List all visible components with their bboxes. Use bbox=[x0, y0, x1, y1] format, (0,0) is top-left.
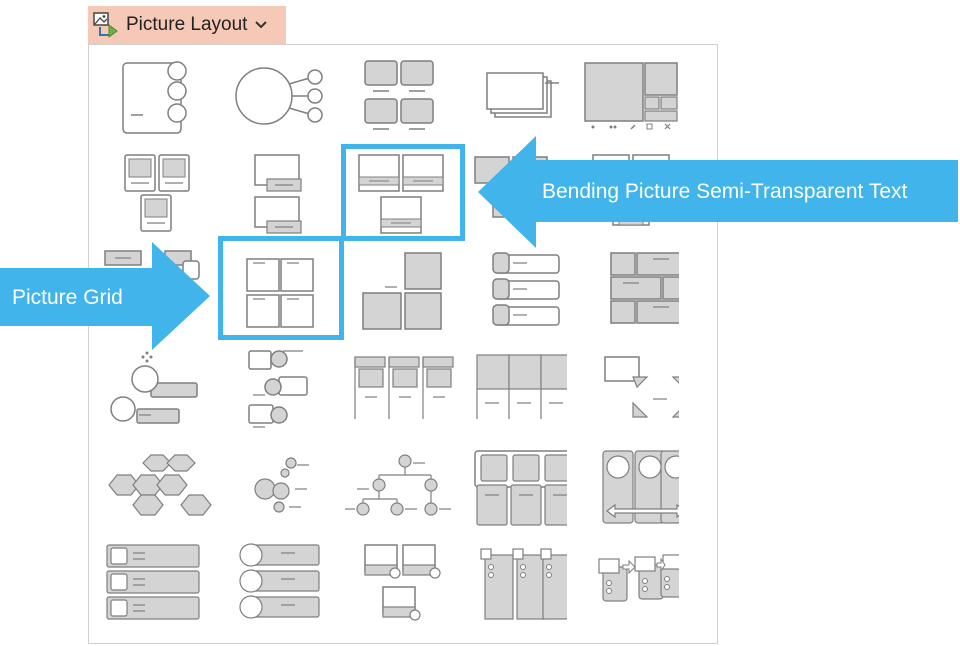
layout-item-picture-caption-circles[interactable] bbox=[343, 541, 455, 635]
layout-item-bending-picture-accent-list[interactable] bbox=[119, 151, 231, 245]
layout-thumbnail-icon bbox=[492, 252, 560, 326]
layout-item-circle-picture-hierarchy[interactable] bbox=[231, 347, 343, 441]
layout-thumbnail-icon bbox=[108, 454, 212, 516]
layout-item-picture-corners[interactable] bbox=[567, 347, 679, 441]
layout-thumbnail-icon bbox=[122, 61, 187, 134]
layout-item-picture-strips[interactable] bbox=[455, 449, 567, 543]
layout-item-picture-stack[interactable] bbox=[455, 59, 567, 153]
layout-item-vertical-picture-list[interactable] bbox=[103, 541, 215, 635]
layout-thumbnail-icon bbox=[610, 252, 679, 324]
layout-thumbnail-icon bbox=[364, 544, 441, 621]
layout-item-ascending-picture-process[interactable] bbox=[567, 541, 679, 635]
layout-thumbnail-icon bbox=[354, 356, 454, 419]
layout-thumbnail-icon bbox=[362, 252, 442, 330]
layout-thumbnail-icon bbox=[110, 351, 198, 424]
layout-item-circular-picture-callout[interactable] bbox=[231, 59, 343, 153]
layout-item-vertical-picture-accent-list[interactable] bbox=[455, 541, 567, 635]
layout-thumbnail-icon bbox=[480, 548, 567, 620]
picture-layout-button[interactable]: Picture Layout bbox=[88, 6, 286, 44]
layout-thumbnail-icon bbox=[602, 450, 679, 524]
layout-item-rounded-picture-list[interactable] bbox=[455, 245, 567, 339]
layout-item-bending-picture-caption[interactable] bbox=[231, 151, 343, 245]
layout-thumbnail-icon bbox=[584, 62, 678, 130]
layout-thumbnail-icon bbox=[235, 67, 323, 125]
layout-thumbnail-icon bbox=[474, 450, 567, 526]
picture-layout-label: Picture Layout bbox=[126, 14, 248, 35]
layout-item-picture-frame[interactable] bbox=[343, 245, 455, 339]
layout-thumbnail-icon bbox=[476, 354, 567, 419]
layout-thumbnail-icon bbox=[598, 554, 679, 602]
callout-left-text: Picture Grid bbox=[12, 286, 123, 309]
layout-thumbnail-icon bbox=[345, 454, 451, 516]
callout-picture-grid: Picture Grid bbox=[0, 240, 212, 352]
layout-thumbnail-icon bbox=[124, 154, 190, 232]
layout-item-accented-picture[interactable] bbox=[119, 59, 231, 153]
layout-thumbnail-icon bbox=[254, 154, 302, 234]
callout-bending-picture-semi-transparent-text: Bending Picture Semi-Transparent Text bbox=[478, 134, 960, 250]
layout-item-vertical-circle-list[interactable] bbox=[231, 541, 343, 635]
layout-item-bending-picture-semi-transparent-text[interactable] bbox=[343, 151, 455, 245]
layout-thumbnail-icon bbox=[106, 544, 200, 620]
layout-thumbnail-icon bbox=[254, 457, 309, 513]
layout-thumbnail-icon bbox=[239, 543, 320, 619]
layout-thumbnail-icon bbox=[248, 350, 308, 428]
layout-item-circle-picture-org-chart[interactable] bbox=[343, 449, 455, 543]
arrow-left-icon bbox=[478, 136, 958, 248]
layout-item-circular-picture-arrows[interactable] bbox=[567, 449, 679, 543]
layout-thumbnail-icon bbox=[364, 60, 434, 130]
layout-item-titled-picture-accent-list[interactable] bbox=[343, 347, 455, 441]
layout-item-snapshot-picture-list[interactable] bbox=[567, 59, 679, 153]
chevron-down-icon bbox=[255, 21, 268, 29]
layout-thumbnail-icon bbox=[486, 72, 559, 118]
arrow-right-icon bbox=[0, 242, 210, 350]
layout-item-picture-caption[interactable] bbox=[343, 59, 455, 153]
layout-item-framed-text-picture[interactable] bbox=[567, 245, 679, 339]
picture-layout-icon bbox=[93, 12, 118, 38]
layout-item-picture-accent-blocks[interactable] bbox=[455, 347, 567, 441]
layout-item-hexagon-cluster[interactable] bbox=[103, 449, 215, 543]
layout-thumbnail-icon bbox=[604, 356, 679, 418]
layout-thumbnail-icon bbox=[246, 258, 314, 328]
layout-thumbnail-icon bbox=[358, 154, 444, 234]
layout-item-continuous-picture-list[interactable] bbox=[103, 347, 215, 441]
layout-item-bubble-picture-list[interactable] bbox=[231, 449, 343, 543]
callout-right-text: Bending Picture Semi-Transparent Text bbox=[542, 180, 908, 203]
layout-item-picture-grid[interactable] bbox=[231, 245, 343, 339]
